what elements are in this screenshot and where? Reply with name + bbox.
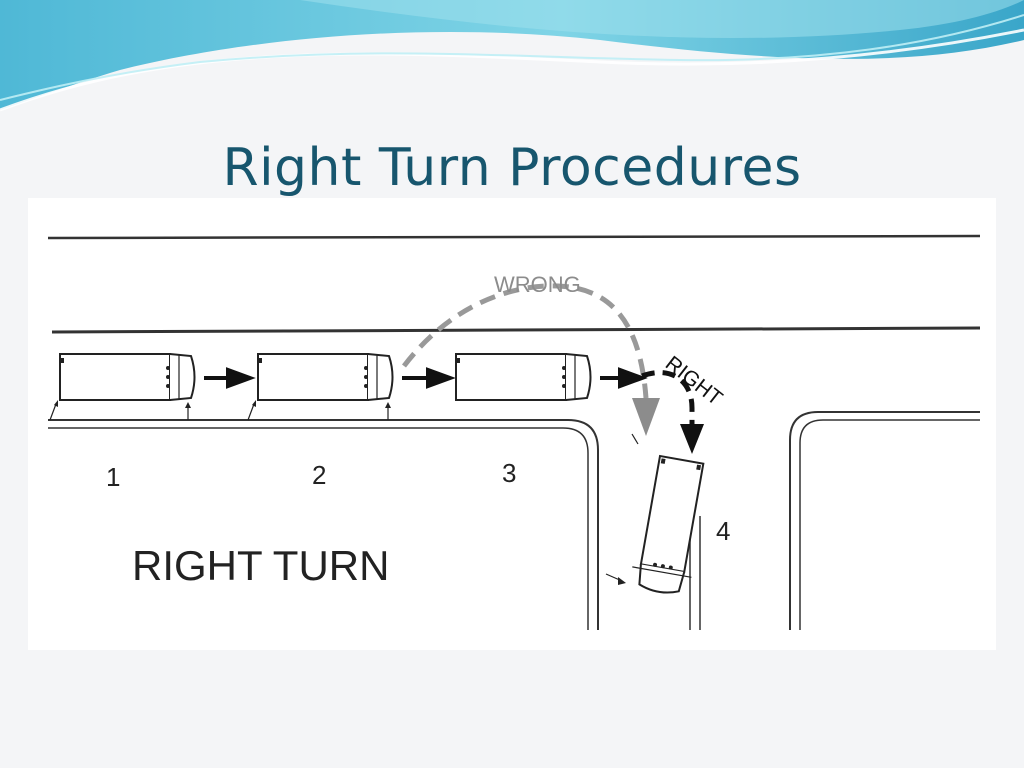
- position-label-1: 1: [106, 462, 120, 492]
- top-road-edge: [47, 234, 981, 240]
- left-curb: [48, 419, 599, 630]
- right-path-arrowhead: [680, 424, 704, 454]
- truck-position-2: [247, 353, 394, 421]
- truck-position-1: [49, 353, 196, 421]
- center-line: [51, 326, 981, 334]
- right-curb: [789, 411, 980, 630]
- right-turn-path: [641, 370, 695, 426]
- arrow-1-to-2: [204, 367, 256, 389]
- position-label-3: 3: [502, 458, 516, 488]
- truck-position-3: [455, 353, 592, 401]
- position-label-4: 4: [716, 516, 730, 546]
- truck-position-4: [632, 454, 705, 594]
- wrong-path-arrowhead: [632, 398, 660, 436]
- arrow-2-to-3: [402, 367, 456, 389]
- diagram-canvas: WRONG RIGHT 1 2 3 4 RIGHT TUR: [47, 234, 981, 630]
- position-label-2: 2: [312, 460, 326, 490]
- right-turn-diagram: WRONG RIGHT 1 2 3 4 RIGHT TUR: [28, 198, 996, 650]
- diagram-caption: RIGHT TURN: [132, 542, 389, 589]
- header-wave-decoration: [0, 0, 1024, 112]
- arrow-3-forward: [600, 367, 648, 389]
- wrong-label: WRONG: [494, 272, 581, 297]
- slide-title: Right Turn Procedures: [222, 138, 802, 198]
- wrong-turn-path: [402, 283, 649, 399]
